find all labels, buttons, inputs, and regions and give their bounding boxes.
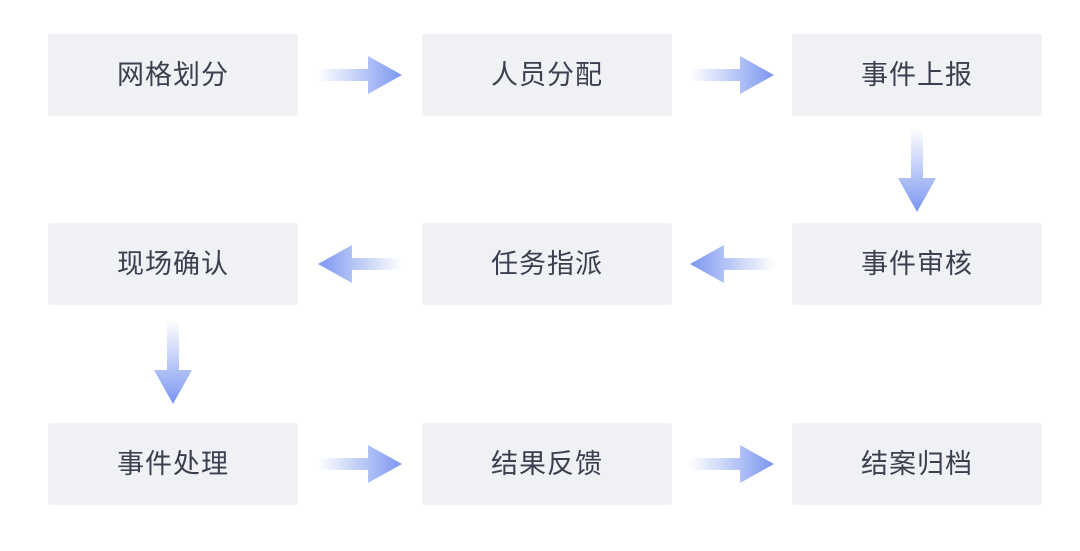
node-label: 现场确认 — [117, 248, 229, 279]
arrow-down-onsite-to-handle — [151, 320, 195, 404]
process-node-event-report[interactable]: 事件上报 — [792, 34, 1042, 116]
node-label: 任务指派 — [491, 248, 603, 279]
node-label: 结果反馈 — [491, 448, 603, 479]
process-node-onsite-confirm[interactable]: 现场确认 — [48, 223, 298, 305]
process-node-event-handle[interactable]: 事件处理 — [48, 423, 298, 505]
node-label: 网格划分 — [117, 59, 229, 90]
arrow-down-report-to-review — [895, 128, 939, 212]
arrow-right-handle-to-feedback — [318, 442, 402, 486]
process-node-grid-division[interactable]: 网格划分 — [48, 34, 298, 116]
process-node-case-archive[interactable]: 结案归档 — [792, 423, 1042, 505]
process-node-event-review[interactable]: 事件审核 — [792, 223, 1042, 305]
process-node-staff-assignment[interactable]: 人员分配 — [422, 34, 672, 116]
node-label: 事件上报 — [861, 59, 973, 90]
node-label: 人员分配 — [491, 59, 603, 90]
arrow-right-feedback-to-archive — [690, 442, 774, 486]
arrow-right-staff-to-report — [690, 53, 774, 97]
node-label: 事件处理 — [117, 448, 229, 479]
node-label: 事件审核 — [861, 248, 973, 279]
process-node-task-dispatch[interactable]: 任务指派 — [422, 223, 672, 305]
arrow-right-grid-to-staff — [318, 53, 402, 97]
arrow-left-review-to-dispatch — [690, 242, 774, 286]
process-node-result-feedback[interactable]: 结果反馈 — [422, 423, 672, 505]
node-label: 结案归档 — [861, 448, 973, 479]
arrow-left-dispatch-to-onsite — [318, 242, 402, 286]
